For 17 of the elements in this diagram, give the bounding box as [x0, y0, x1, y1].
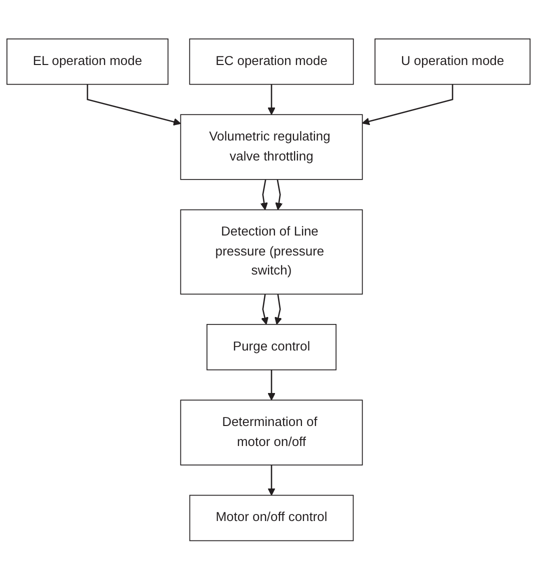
arrow	[274, 294, 282, 324]
arrow	[261, 294, 268, 324]
arrow	[275, 179, 283, 210]
node-box: Detection of Line pressure (pressure switch)	[180, 209, 363, 294]
arrow	[268, 464, 276, 496]
arrow	[362, 84, 454, 125]
node-box: EC operation mode	[189, 38, 354, 84]
arrow	[268, 370, 276, 400]
node-box: Determination of motor on/off	[180, 399, 363, 466]
node-box: U operation mode	[374, 38, 530, 84]
node-box: Volumetric regulating valve throttling	[180, 114, 363, 180]
node-box: EL operation mode	[6, 38, 168, 84]
arrow	[86, 84, 182, 126]
node-box: Motor on/off control	[189, 494, 354, 541]
node-box: Purge control	[206, 324, 336, 370]
arrow	[260, 179, 268, 210]
arrow	[268, 84, 276, 115]
